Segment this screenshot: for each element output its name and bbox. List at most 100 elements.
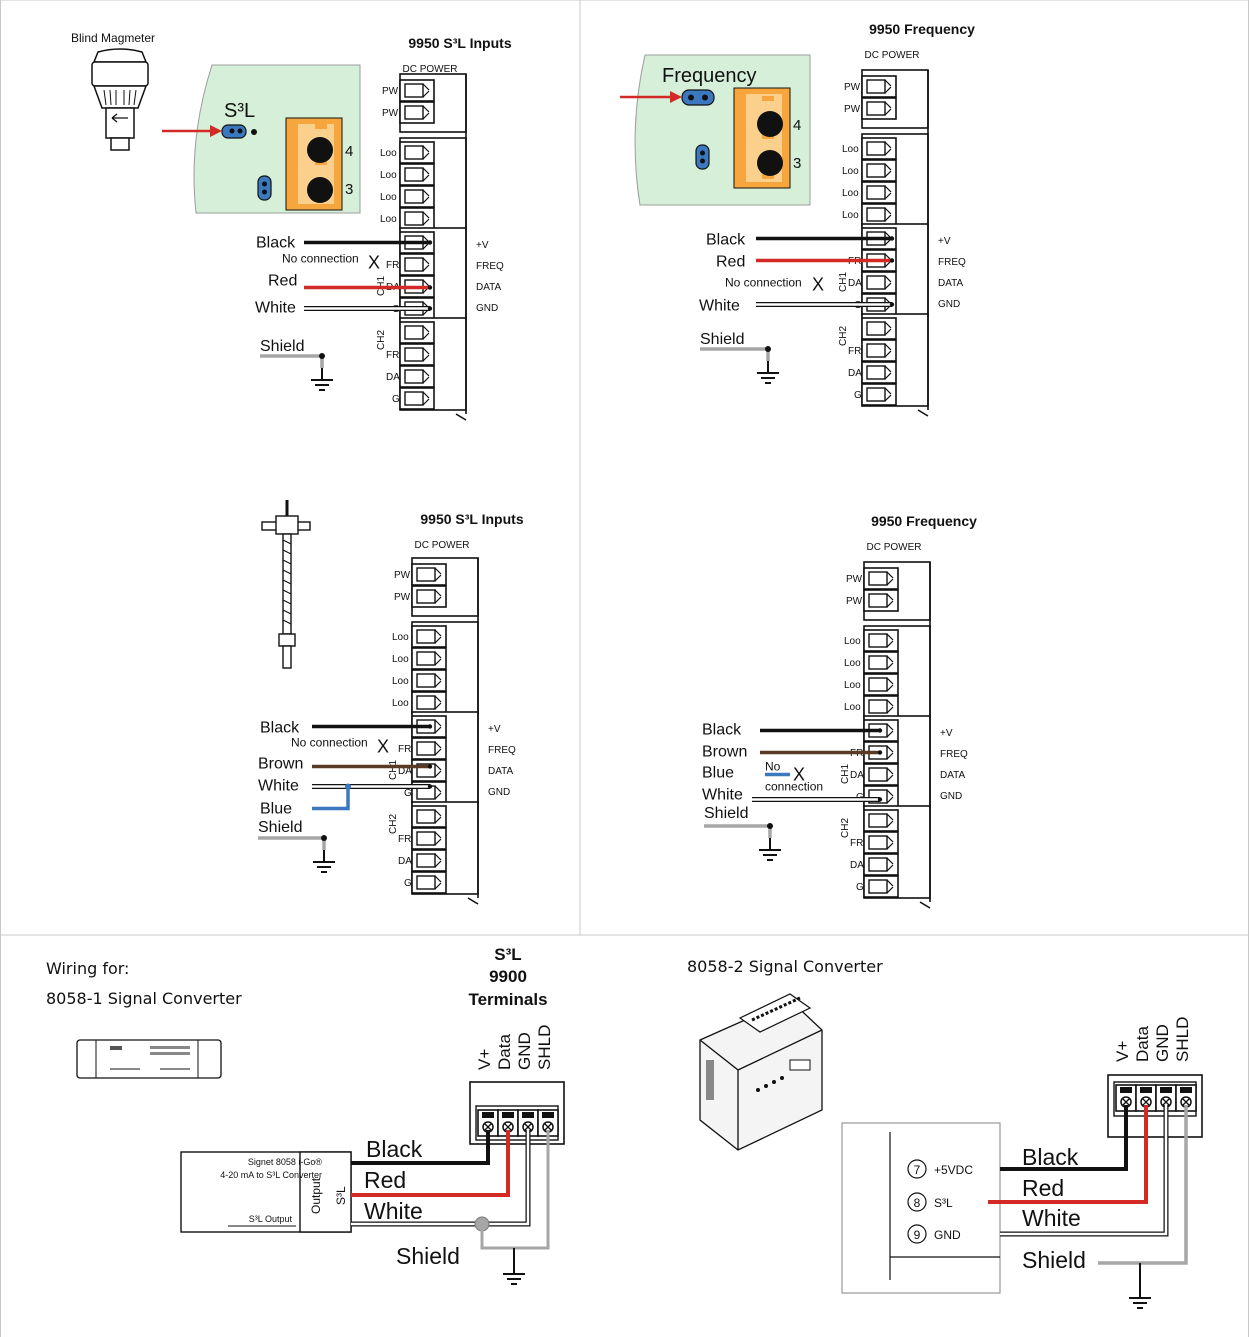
terminal-right-label: DATA (940, 770, 966, 781)
panel-bottom-left: Wiring for: 8058-1 Signal Converter S³L … (46, 945, 565, 1285)
term-label-bl-2: GND (515, 1032, 534, 1070)
terminal-right-label: DATA (476, 282, 502, 293)
wire-label-black: Black (702, 722, 742, 739)
loop-label: Loo (844, 680, 861, 691)
term-label-bl-1: Data (495, 1034, 514, 1070)
converter-8058-1-icon (76, 1039, 222, 1079)
terminal-right-label: FREQ (476, 261, 504, 272)
svg-text:GND: GND (934, 1228, 961, 1242)
output-label: Output (309, 1177, 323, 1214)
converter-title: 8058-1 Signal Converter (46, 989, 242, 1008)
wire-label-black: Black (706, 232, 746, 249)
terminal-right-label: +V (488, 724, 501, 735)
ch2-label: CH2 (376, 330, 387, 350)
loop-label: Loo (842, 210, 859, 221)
wire-label-black: Black (260, 720, 300, 737)
block-title: 9950 Frequency (871, 513, 977, 529)
wire-blue (312, 786, 350, 811)
no-connection-x: X (793, 765, 805, 785)
dc-power-label: DC POWER (403, 64, 458, 75)
svg-text:9: 9 (914, 1228, 921, 1242)
magmeter-icon (91, 48, 149, 151)
terminals-header: Terminals (468, 990, 547, 1009)
wire-label-red: Red (716, 254, 745, 271)
pw-label: PW (394, 592, 411, 603)
paddlewheel-sensor-icon (261, 500, 311, 669)
jumper-label: Frequency (662, 65, 757, 87)
board-num-4: 4 (793, 117, 801, 134)
terminal-right-label: +V (940, 728, 953, 739)
wire-shield (258, 836, 326, 850)
ch1-label: CH1 (388, 760, 399, 780)
term-label-bl-3: SHLD (535, 1025, 554, 1070)
terminal-right-label: +V (476, 240, 489, 251)
converter-box-line1: Signet 8058 i-Go® (248, 1157, 323, 1167)
terminal-right-label: DATA (938, 278, 964, 289)
pw-label: PW (394, 570, 411, 581)
svg-text:+5VDC: +5VDC (934, 1163, 973, 1177)
wire-label-red: Red (1022, 1175, 1064, 1201)
wire-label-white: White (1022, 1205, 1081, 1231)
loop-label: Loo (842, 188, 859, 199)
no-connection-x: X (368, 253, 380, 273)
fr-label: FR (398, 834, 411, 845)
loop-label: Loo (392, 698, 409, 709)
wire-shield (704, 824, 772, 838)
no-connection-label: No connection (725, 276, 802, 290)
da-label: DA (398, 766, 412, 777)
block-title: 9950 Frequency (869, 21, 975, 37)
g-label: G (392, 394, 400, 405)
block-title: 9950 S³L Inputs (420, 511, 523, 527)
loop-label: Loo (380, 214, 397, 225)
g-label: G (404, 878, 412, 889)
dc-power-label: DC POWER (867, 542, 922, 553)
wire-label-white: White (258, 778, 299, 795)
terminal-right-label: GND (476, 303, 498, 314)
no-connection-label-1: No (765, 760, 781, 774)
wire-shield (260, 354, 324, 368)
wire-red (351, 1130, 510, 1197)
wire-label-white: White (702, 787, 743, 804)
g-label: G (404, 788, 412, 799)
no-connection-label-2: connection (765, 780, 823, 794)
pw-label: PW (382, 108, 399, 119)
loop-label: Loo (380, 170, 397, 181)
ch2-label: CH2 (840, 818, 851, 838)
sensor-label: Blind Magmeter (71, 31, 155, 45)
loop-label: Loo (380, 192, 397, 203)
board-num-3: 3 (345, 181, 353, 198)
loop-label: Loo (380, 148, 397, 159)
wire-label-black: Black (256, 235, 296, 252)
wire-label-black: Black (366, 1136, 423, 1162)
no-connection-x: X (377, 737, 389, 757)
loop-label: Loo (842, 166, 859, 177)
da-label: DA (386, 372, 400, 383)
wire-label-red: Red (268, 273, 297, 290)
wire-label-white: White (255, 300, 296, 317)
panel-top-left: Blind Magmeter 4 3 S³L (71, 31, 361, 214)
term-label-br-1: Data (1133, 1026, 1152, 1062)
pin-7: 7 +5VDC (907, 1159, 973, 1179)
converter-title-8058-2: 8058-2 Signal Converter (687, 957, 883, 976)
ch2-label: CH2 (838, 326, 849, 346)
term-label-br-0: V+ (1113, 1041, 1132, 1062)
terminals-header-9900: 9900 (489, 967, 527, 986)
no-connection-label: No connection (291, 736, 368, 750)
wire-red (988, 1105, 1148, 1204)
loop-label: Loo (844, 636, 861, 647)
converter-box-line2: 4-20 mA to S³L Converter (220, 1170, 322, 1180)
loop-label: Loo (392, 676, 409, 687)
wire-label-shield: Shield (396, 1243, 460, 1269)
da-label: DA (848, 278, 862, 289)
wire-label-blue: Blue (702, 765, 734, 782)
wire-label-shield: Shield (260, 338, 304, 355)
ch1-label: CH1 (838, 272, 849, 292)
g-label: G (854, 390, 862, 401)
wire-black (351, 1130, 490, 1165)
wire-label-shield: Shield (1022, 1247, 1086, 1273)
wire-shield (1098, 1105, 1188, 1265)
